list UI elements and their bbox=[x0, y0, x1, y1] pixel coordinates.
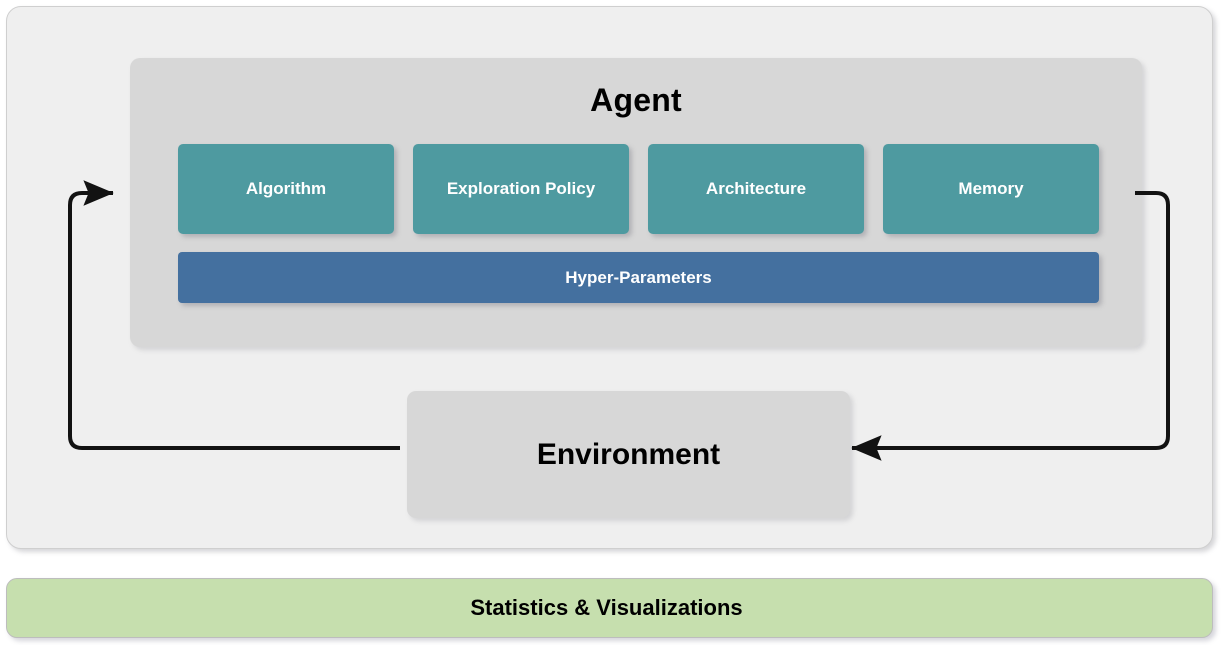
agent-block[interactable]: Agent Algorithm Exploration Policy Archi… bbox=[130, 58, 1142, 347]
framework-panel: Agent Algorithm Exploration Policy Archi… bbox=[6, 6, 1213, 549]
hyper-parameters-bar[interactable]: Hyper-Parameters bbox=[178, 252, 1099, 303]
agent-component-label: Architecture bbox=[705, 178, 807, 198]
environment-label: Environment bbox=[536, 437, 721, 471]
agent-component-architecture[interactable]: Architecture bbox=[648, 144, 864, 234]
agent-component-exploration-policy[interactable]: Exploration Policy bbox=[413, 144, 629, 234]
agent-component-label: Exploration Policy bbox=[446, 178, 596, 198]
agent-component-label: Memory bbox=[958, 178, 1024, 198]
hyper-parameters-label: Hyper-Parameters bbox=[565, 267, 712, 287]
statistics-label: Statistics & Visualizations bbox=[470, 595, 743, 620]
statistics-bar[interactable]: Statistics & Visualizations bbox=[6, 578, 1213, 638]
agent-component-row: Algorithm Exploration Policy Architectur… bbox=[178, 144, 1099, 234]
agent-component-label: Algorithm bbox=[245, 178, 327, 198]
environment-block[interactable]: Environment bbox=[407, 391, 850, 518]
agent-component-algorithm[interactable]: Algorithm bbox=[178, 144, 394, 234]
agent-component-memory[interactable]: Memory bbox=[883, 144, 1099, 234]
agent-title: Agent bbox=[590, 82, 682, 118]
